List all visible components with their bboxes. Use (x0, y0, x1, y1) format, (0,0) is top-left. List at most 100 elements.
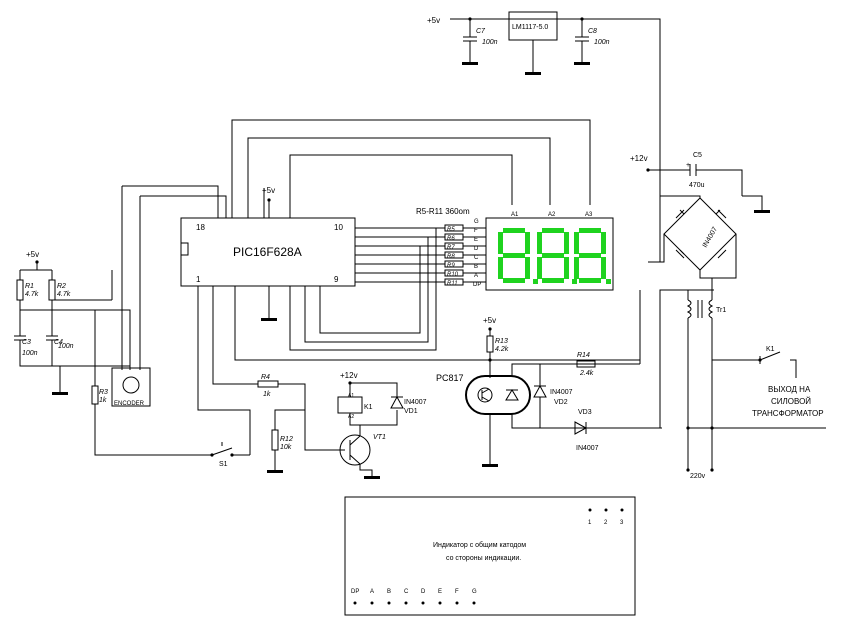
pc817-optocoupler (465, 375, 531, 415)
c4-ref: C4 (54, 339, 63, 346)
seg-b-label: B (474, 264, 478, 270)
encoder[interactable] (111, 367, 151, 407)
r3 (91, 385, 99, 405)
digit-pin-1: 1 (588, 520, 592, 526)
vd1-ref: VD1 (404, 408, 418, 415)
main-12v-label: +12v (630, 154, 648, 163)
c5-plus: + (686, 162, 690, 169)
vcc-5v-label: +5v (427, 16, 440, 25)
output-text-line2: СИЛОВОЙ (771, 397, 811, 406)
resistor-group-label: R5-R11 360om (416, 207, 470, 216)
r11-ref: R11 (447, 281, 458, 287)
r7-ref: R7 (447, 245, 455, 251)
regulator-label: LM1117-5.0 (512, 24, 548, 31)
bottom-pin-d: D (421, 589, 426, 595)
c8-value: 100n (594, 39, 610, 46)
seg-e-label: E (474, 237, 478, 243)
mcu-pin1: 1 (196, 275, 201, 284)
seven-segment-display (485, 217, 614, 291)
bottom-pin-e: E (438, 589, 442, 595)
relay-pin-a2: A2 (348, 414, 354, 420)
bottom-pin-dp: DP (351, 589, 359, 595)
bottom-pin-b: B (387, 589, 391, 595)
r12-value: 10k (280, 444, 292, 451)
r1-value: 4.7k (25, 291, 39, 298)
display-digit-1 (498, 228, 538, 284)
r14-value: 2.4k (579, 370, 594, 377)
r6-ref: R6 (447, 236, 455, 242)
anode-a1-label: A1 (511, 212, 519, 218)
pc817-label: PC817 (436, 373, 464, 383)
r4-ref: R4 (261, 374, 270, 381)
r3-value: 1k (99, 397, 107, 404)
bottom-pin-f: F (455, 589, 459, 595)
power-input-section: +12v C5 + 470u IN4007 Tr1 K1 ВЫХОД НА СИ… (630, 152, 826, 480)
mcu-section: PIC16F628A 18 10 1 9 +5v (180, 119, 640, 362)
r13-ref: R13 (495, 338, 508, 345)
seg-a-label: A (474, 273, 478, 279)
seg-c-label: C (474, 255, 479, 261)
seg-g-label: G (474, 219, 479, 225)
opto-vcc-label: +5v (483, 316, 496, 325)
r2-value: 4.7k (57, 291, 71, 298)
mcu-pin9: 9 (334, 275, 339, 284)
r9-ref: R9 (447, 263, 455, 269)
panel-caption-line1: Индикатор с общим катодом (433, 541, 526, 549)
r2-ref: R2 (57, 283, 66, 290)
r14-ref: R14 (577, 352, 590, 359)
r3-ref: R3 (99, 389, 108, 396)
vt1-transistor (339, 434, 371, 466)
mcu-pin18: 18 (196, 223, 205, 232)
digit-pin-3: 3 (620, 520, 624, 526)
vt1-label: VT1 (373, 434, 386, 441)
seg-d-label: D (474, 246, 479, 252)
diode-bridge (663, 197, 737, 271)
indicator-pinout-panel: Индикатор с общим катодом со стороны инд… (344, 496, 636, 616)
k1-contact-label: K1 (766, 346, 775, 353)
r1 (16, 279, 24, 301)
vd3-ref: VD3 (578, 409, 592, 416)
relay-driver-section: R4 1k R12 10k VT1 +12v A1 K1 A2 IN4007 V… (212, 286, 427, 479)
output-text-line3: ТРАНСФОРМАТОР (752, 409, 824, 418)
mcu-name: PIC16F628A (233, 245, 302, 259)
k1-relay-coil (337, 396, 363, 414)
r2 (48, 279, 56, 301)
s1-label: S1 (219, 461, 228, 468)
output-text-line1: ВЫХОД НА (768, 385, 811, 394)
c4-value: 100n (58, 343, 74, 350)
r10-ref: R10 (447, 272, 459, 278)
r5-ref: R5 (447, 227, 455, 233)
vd2-ref: VD2 (554, 399, 568, 406)
c5-ref: C5 (693, 152, 702, 159)
mains-label: 220v (690, 473, 706, 480)
encoder-label: ENCODER (114, 401, 145, 407)
r12-ref: R12 (280, 436, 293, 443)
vd2-part: IN4007 (550, 389, 573, 396)
display-digit-2 (537, 228, 577, 284)
r12 (271, 429, 279, 451)
r13-value: 4.2k (495, 346, 509, 353)
vd3-part: IN4007 (576, 445, 599, 452)
bridge-label: IN4007 (702, 226, 719, 249)
display-section: R5-R11 360om R5 R6 R7 R8 R9 R10 R11 G F … (416, 207, 614, 291)
encoder-section: +5v R1 4.7k R2 4.7k C3 100n C4 100n ENCO… (14, 185, 251, 468)
vd1-part: IN4007 (404, 399, 427, 406)
r8-ref: R8 (447, 254, 455, 260)
k1-coil-label: K1 (364, 404, 373, 411)
r4 (257, 380, 279, 388)
bottom-pin-c: C (404, 589, 409, 595)
r1-ref: R1 (25, 283, 34, 290)
optocoupler-section: +5v R13 4.2k PC817 R14 2.4k IN4007 VD2 V… (436, 290, 662, 467)
c7-ref: C7 (476, 28, 486, 35)
digit-pin-2: 2 (604, 520, 608, 526)
relay-pin-a1: A1 (348, 393, 354, 399)
seg-dp-label: DP (473, 282, 481, 288)
c8-ref: C8 (588, 28, 597, 35)
bottom-pin-a: A (370, 589, 374, 595)
r13 (486, 335, 494, 353)
r14 (576, 360, 596, 368)
panel-caption-line2: со стороны индикации. (446, 555, 521, 562)
r4-value: 1k (263, 391, 271, 398)
c3-ref: C3 (22, 339, 31, 346)
seg-f-label: F (474, 228, 478, 234)
